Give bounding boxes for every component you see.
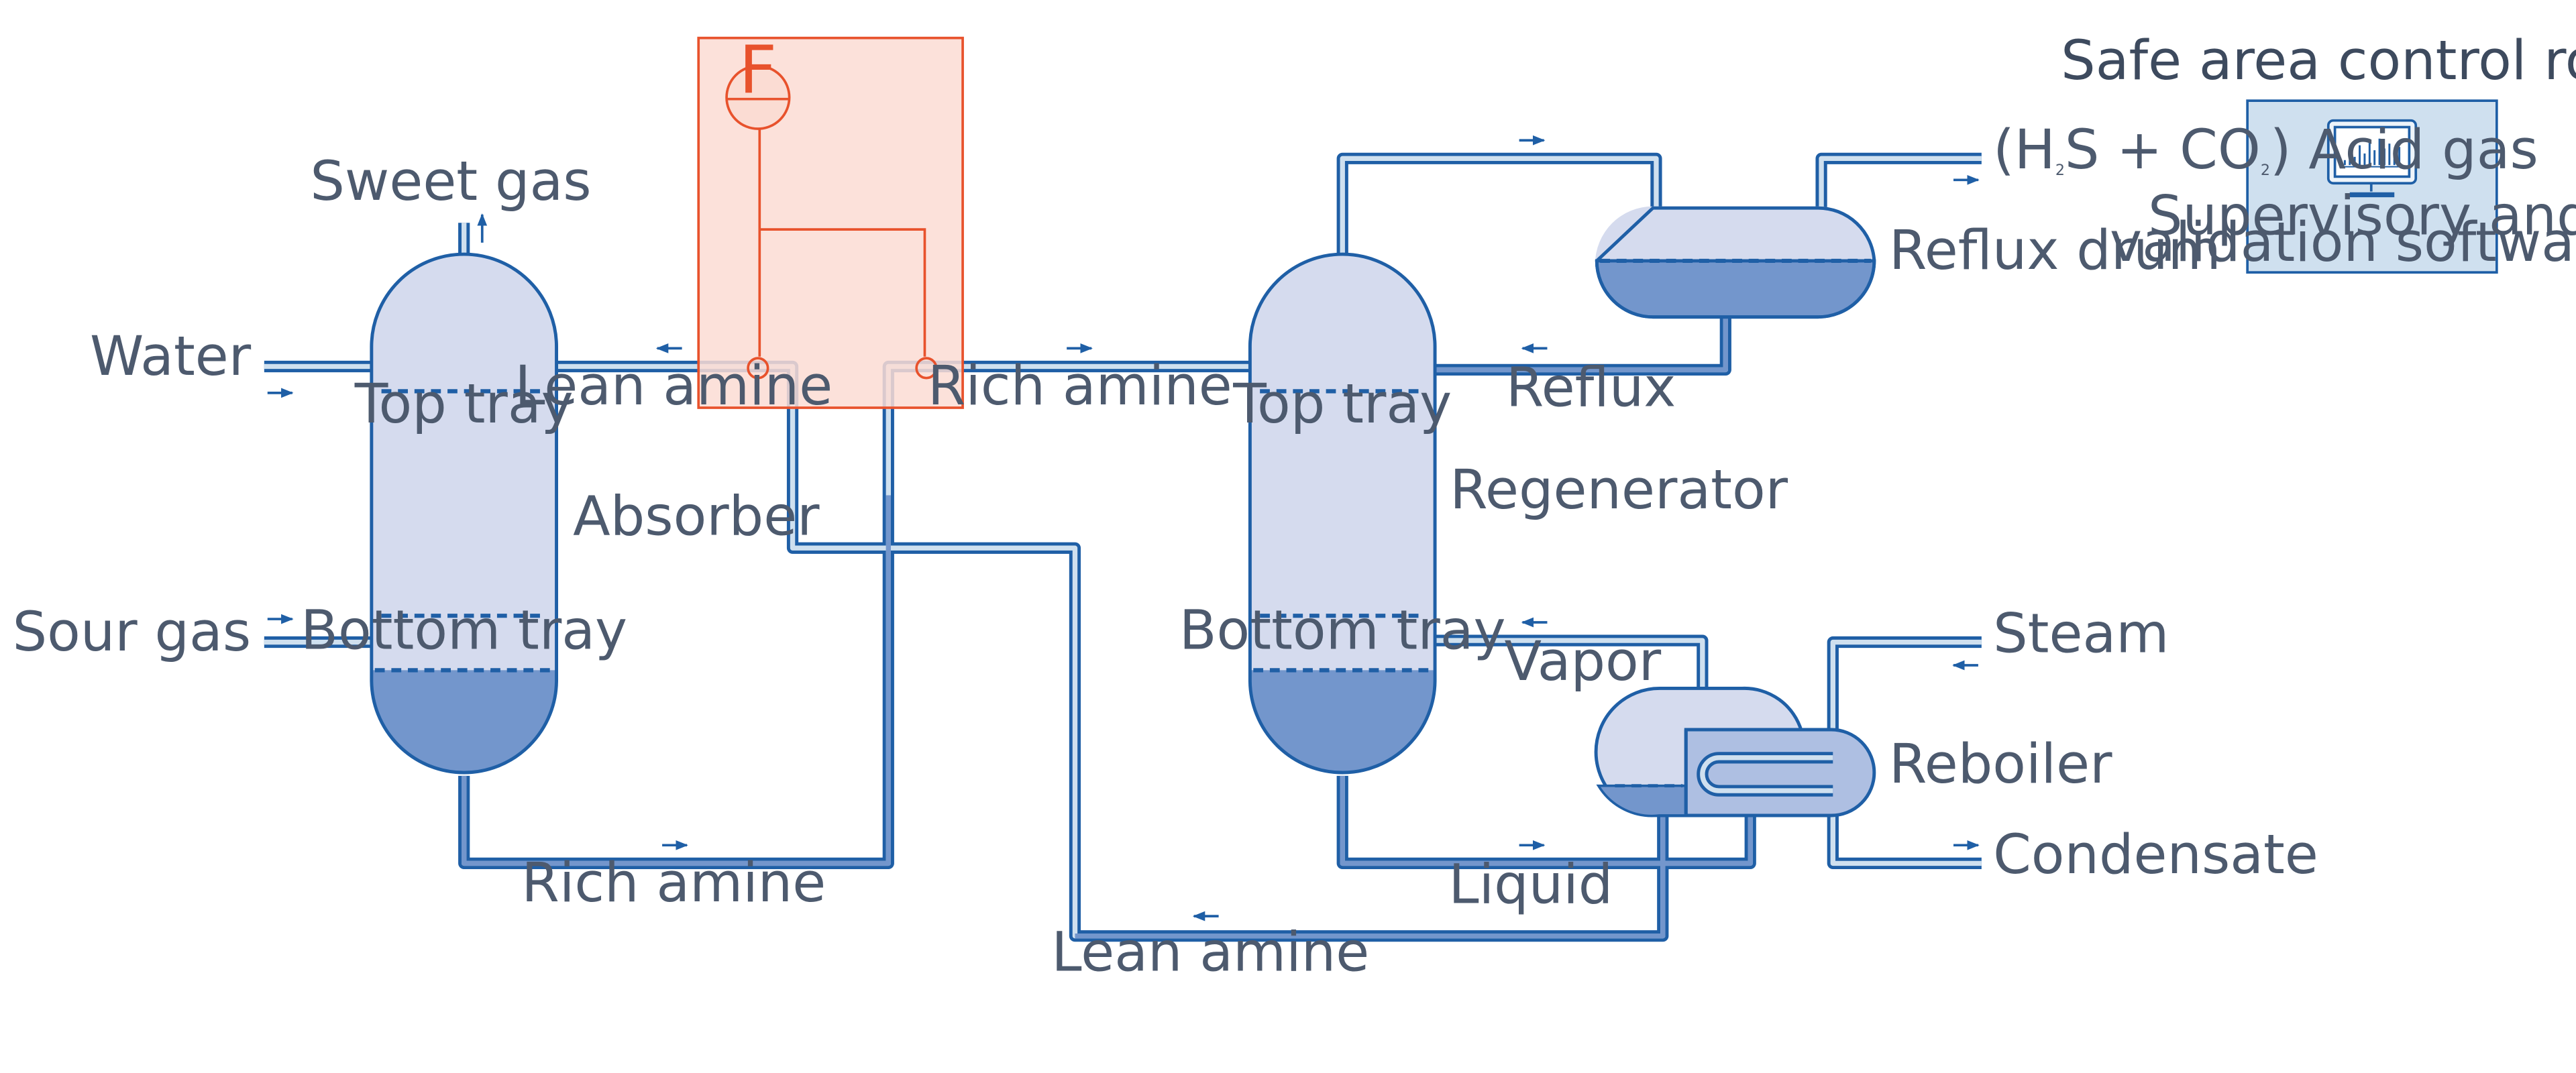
lean-amine-sensor bbox=[747, 357, 769, 380]
sweet-gas-label: Sweet gas bbox=[310, 150, 591, 213]
rich-amine-bottom-label: Rich amine bbox=[521, 852, 826, 915]
regenerator-column bbox=[1248, 252, 1437, 775]
flow-meter-system: F bbox=[697, 32, 964, 409]
reflux-label: Reflux bbox=[1506, 357, 1676, 420]
reflux-drum-label: Reflux drum bbox=[1889, 219, 2221, 282]
flow-transmitter: F bbox=[725, 32, 791, 130]
absorber-label: Absorber bbox=[573, 486, 820, 549]
absorber-column bbox=[370, 252, 558, 775]
regen-bottom-tray-label: Bottom tray bbox=[1179, 599, 1506, 662]
software-label-line2: validation software bbox=[2110, 211, 2576, 274]
regenerator-liquid bbox=[1250, 670, 1436, 773]
vapor-label: Vapor bbox=[1504, 630, 1661, 693]
reboiler-label: Reboiler bbox=[1889, 733, 2112, 796]
reflux-drum bbox=[1595, 206, 1876, 319]
control-room: Safe area control room Supervisory and v… bbox=[2061, 30, 2576, 274]
water-label: Water bbox=[90, 325, 252, 388]
acid-gas-outlet-pipe bbox=[1815, 152, 1982, 210]
reboiler-bundle-shell bbox=[1684, 728, 1876, 817]
absorber-top-tray-label: Top tray bbox=[354, 373, 574, 436]
rich-amine-top-label: Rich amine bbox=[928, 355, 1232, 418]
reflux-drum-liquid bbox=[1595, 259, 1876, 319]
liquid-label: Liquid bbox=[1448, 853, 1613, 916]
steam-label: Steam bbox=[1993, 602, 2169, 665]
lean-amine-top-label: Lean amine bbox=[515, 355, 833, 418]
regenerator-label: Regenerator bbox=[1450, 459, 1788, 522]
control-room-title: Safe area control room bbox=[2061, 30, 2576, 93]
absorber-liquid bbox=[371, 670, 557, 773]
software-label-line1: Supervisory and bbox=[2148, 185, 2576, 248]
acid-gas-label: (H2S + CO2) Acid gas bbox=[1993, 119, 2538, 182]
condensate-label: Condensate bbox=[1993, 824, 2318, 887]
flow-meter-letter: F bbox=[739, 32, 777, 109]
monitor-icon bbox=[2326, 119, 2418, 198]
reboiler bbox=[1594, 686, 1876, 817]
regen-top-tray-label: Top tray bbox=[1232, 373, 1452, 436]
rich-amine-sensor bbox=[915, 357, 938, 380]
flow-arrows bbox=[267, 135, 1980, 921]
labels: Sweet gas Water Sour gas Absorber Top tr… bbox=[13, 119, 2538, 984]
sour-gas-label: Sour gas bbox=[13, 601, 252, 664]
lean-amine-bottom-label: Lean amine bbox=[1051, 921, 1369, 984]
absorber-bottom-tray-label: Bottom tray bbox=[301, 599, 627, 662]
